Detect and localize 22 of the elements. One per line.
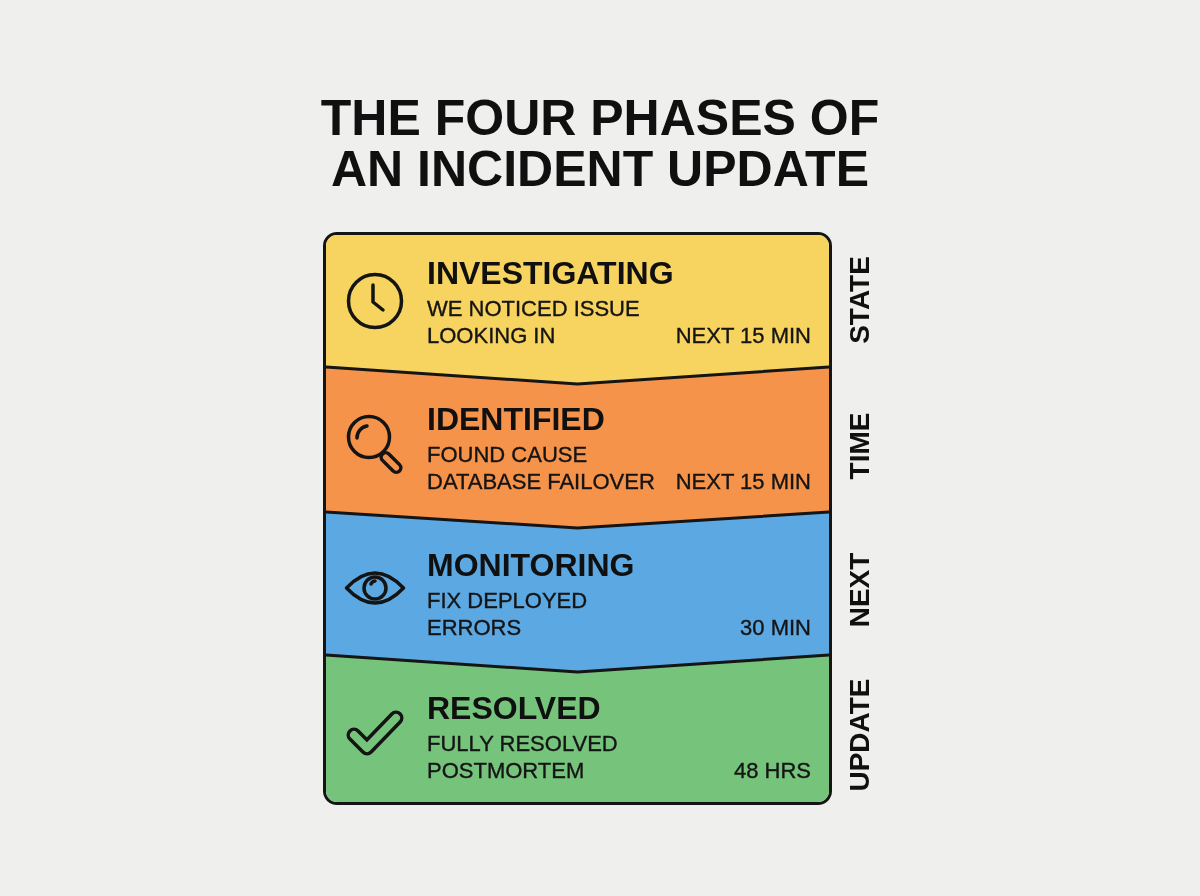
side-label: UPDATE xyxy=(845,678,875,792)
status-note: FOUND CAUSE xyxy=(427,441,588,468)
status-note: DATABASE FAILOVER xyxy=(427,468,655,495)
phase-title: INVESTIGATING xyxy=(427,255,674,291)
status-note: FULLY RESOLVED xyxy=(427,730,618,757)
update-interval: NEXT 15 MIN xyxy=(675,322,811,349)
phase-title: IDENTIFIED xyxy=(427,401,605,437)
status-note: ERRORS xyxy=(427,614,522,641)
update-interval: 30 MIN xyxy=(740,614,811,641)
status-note: FIX DEPLOYED xyxy=(427,587,588,614)
side-label: STATE xyxy=(845,256,875,344)
side-label: TIME xyxy=(845,412,875,480)
status-note: LOOKING IN xyxy=(427,322,556,349)
status-note: POSTMORTEM xyxy=(427,757,585,784)
update-interval: NEXT 15 MIN xyxy=(675,468,811,495)
status-note: WE NOTICED ISSUE xyxy=(427,295,640,322)
phase-title: RESOLVED xyxy=(427,690,601,726)
phase-title: MONITORING xyxy=(427,547,635,583)
diagram-title: THE FOUR PHASES OF AN INCIDENT UPDATE xyxy=(319,93,881,195)
phase-band xyxy=(326,653,829,802)
side-label: NEXT xyxy=(845,552,875,628)
update-interval: 48 HRS xyxy=(733,757,811,784)
